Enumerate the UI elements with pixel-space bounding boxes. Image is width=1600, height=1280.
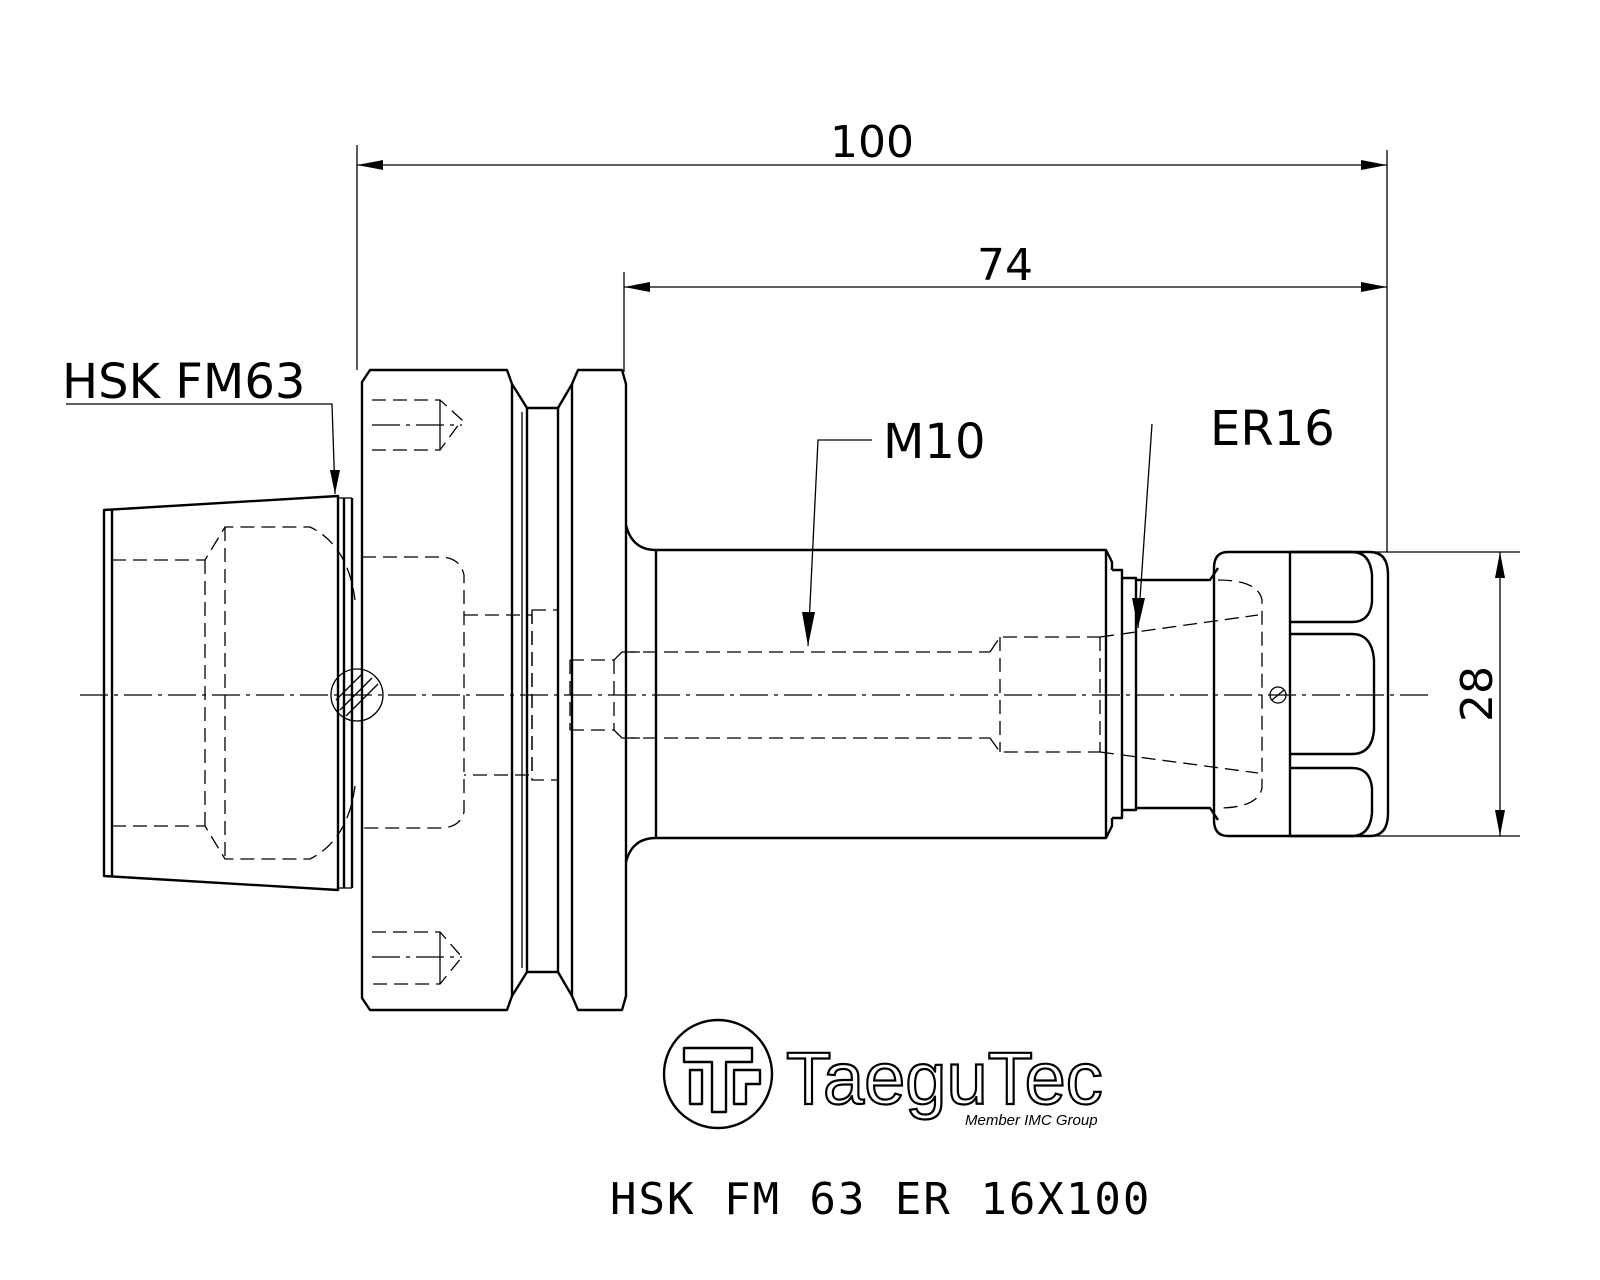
logo-brand: TaeguTec — [786, 1037, 1103, 1120]
logo-tagline: Member IMC Group — [965, 1112, 1098, 1129]
leader-collet: ER16 — [1132, 401, 1335, 629]
collet-nut — [1212, 550, 1390, 838]
extension-lines — [356, 145, 1520, 837]
dim-74-label: 74 — [977, 240, 1033, 291]
taegutec-logo: TaeguTec Member IMC Group — [662, 1018, 1104, 1130]
dimension-nut-diameter: 28 — [1452, 552, 1505, 836]
hsk-taper-shank — [102, 494, 384, 892]
dim-100-label: 100 — [830, 117, 914, 168]
second-flange — [569, 368, 640, 1012]
dimension-projection-length: 74 — [624, 240, 1387, 292]
thread-label: M10 — [883, 414, 986, 470]
part-designation: HSK FM 63 ER 16X100 — [610, 1174, 1151, 1225]
main-flange — [360, 368, 533, 1012]
leader-thread: M10 — [802, 414, 986, 647]
logo-circle-mark — [662, 1018, 774, 1130]
leader-shank: HSK FM63 — [62, 354, 340, 495]
collet-label: ER16 — [1210, 401, 1335, 457]
dim-28-label: 28 — [1452, 666, 1503, 722]
v-groove — [510, 383, 574, 997]
extension-body — [622, 524, 1259, 863]
dimension-overall-length: 100 — [357, 117, 1387, 170]
shank-label: HSK FM63 — [62, 354, 305, 410]
